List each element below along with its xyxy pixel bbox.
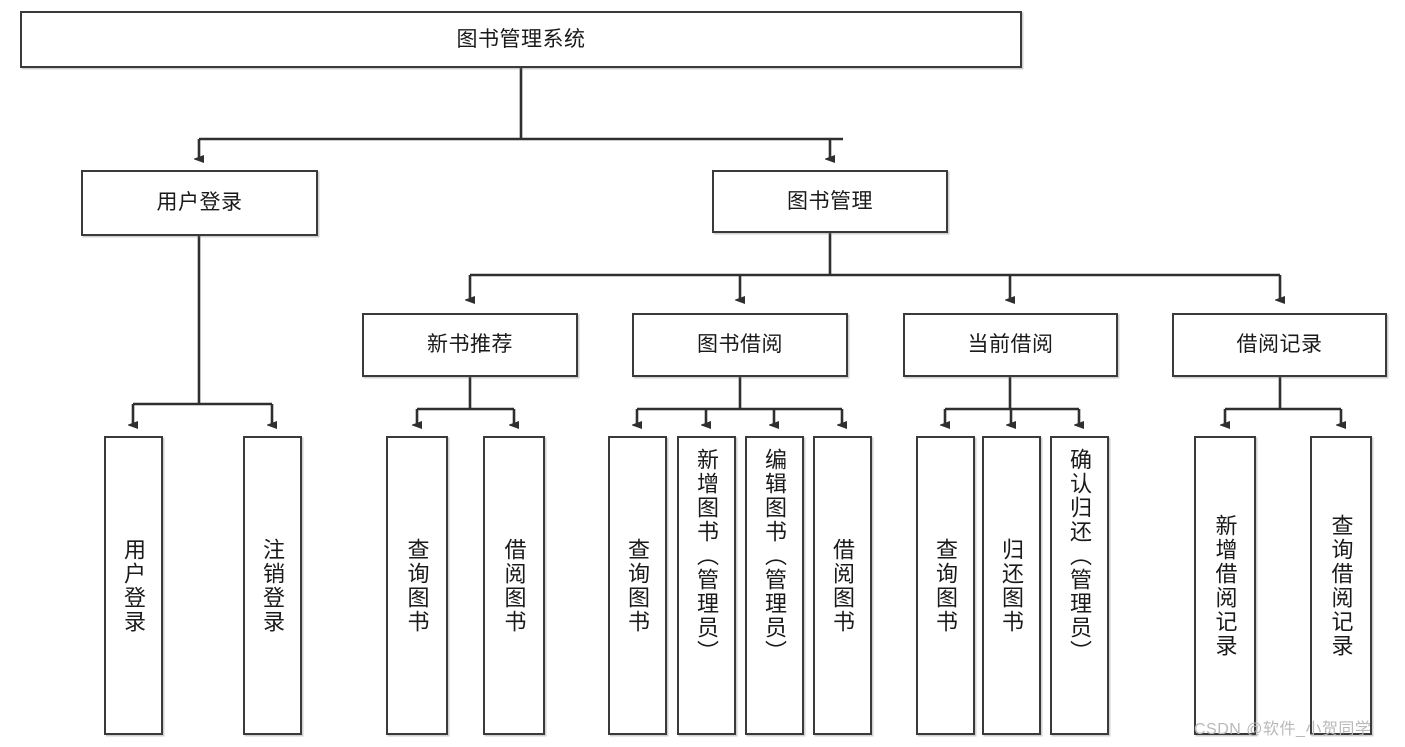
node-leaf-add-borrow-record[interactable]: 新增借阅记录 bbox=[1194, 436, 1256, 735]
node-root-book-management-system[interactable]: 图书管理系统 bbox=[20, 11, 1022, 68]
node-label: 新书推荐 bbox=[427, 333, 513, 357]
node-leaf-query-borrow-record[interactable]: 查询借阅记录 bbox=[1310, 436, 1372, 735]
node-user-login[interactable]: 用户登录 bbox=[81, 170, 318, 236]
node-label: 编辑图书（管理员） bbox=[762, 448, 788, 664]
node-label: 查询图书 bbox=[404, 537, 430, 634]
node-label: 当前借阅 bbox=[967, 333, 1054, 357]
node-leaf-borrow-book-borrow[interactable]: 借阅图书 bbox=[813, 436, 872, 735]
csdn-watermark: CSDN @软件_小贺同学 bbox=[1194, 721, 1372, 738]
node-current-borrowing[interactable]: 当前借阅 bbox=[903, 313, 1118, 377]
node-label: 图书管理系统 bbox=[456, 27, 586, 51]
node-label: 归还图书 bbox=[999, 537, 1025, 634]
node-leaf-query-book-newbook[interactable]: 查询图书 bbox=[386, 436, 448, 735]
node-leaf-query-book-current[interactable]: 查询图书 bbox=[916, 436, 975, 735]
node-label: 图书借阅 bbox=[697, 333, 783, 357]
node-label: 借阅图书 bbox=[830, 537, 856, 634]
node-leaf-edit-book-admin[interactable]: 编辑图书（管理员） bbox=[745, 436, 804, 735]
node-label: 新增图书（管理员） bbox=[694, 448, 720, 664]
node-book-borrowing[interactable]: 图书借阅 bbox=[632, 313, 848, 377]
node-leaf-query-book-borrow[interactable]: 查询图书 bbox=[608, 436, 667, 735]
node-label: 用户登录 bbox=[121, 537, 147, 634]
node-label: 查询图书 bbox=[625, 537, 651, 634]
node-leaf-add-book-admin[interactable]: 新增图书（管理员） bbox=[677, 436, 736, 735]
node-leaf-user-logout[interactable]: 注销登录 bbox=[243, 436, 302, 735]
node-label: 用户登录 bbox=[156, 191, 243, 215]
node-borrow-records[interactable]: 借阅记录 bbox=[1172, 313, 1387, 377]
node-book-management[interactable]: 图书管理 bbox=[712, 170, 948, 233]
node-label: 注销登录 bbox=[260, 537, 286, 634]
node-leaf-user-login[interactable]: 用户登录 bbox=[104, 436, 163, 735]
node-label: 查询图书 bbox=[933, 537, 959, 634]
node-label: 借阅记录 bbox=[1236, 333, 1323, 357]
node-leaf-confirm-return-admin[interactable]: 确认归还（管理员） bbox=[1050, 436, 1109, 735]
node-label: 新增借阅记录 bbox=[1212, 513, 1238, 658]
node-label: 借阅图书 bbox=[501, 537, 527, 634]
node-label: 确认归还（管理员） bbox=[1067, 448, 1093, 664]
node-leaf-return-book[interactable]: 归还图书 bbox=[982, 436, 1041, 735]
node-label: 查询借阅记录 bbox=[1328, 513, 1354, 658]
node-new-book-recommendation[interactable]: 新书推荐 bbox=[362, 313, 578, 377]
node-leaf-borrow-book-newbook[interactable]: 借阅图书 bbox=[483, 436, 545, 735]
node-label: 图书管理 bbox=[787, 189, 873, 213]
